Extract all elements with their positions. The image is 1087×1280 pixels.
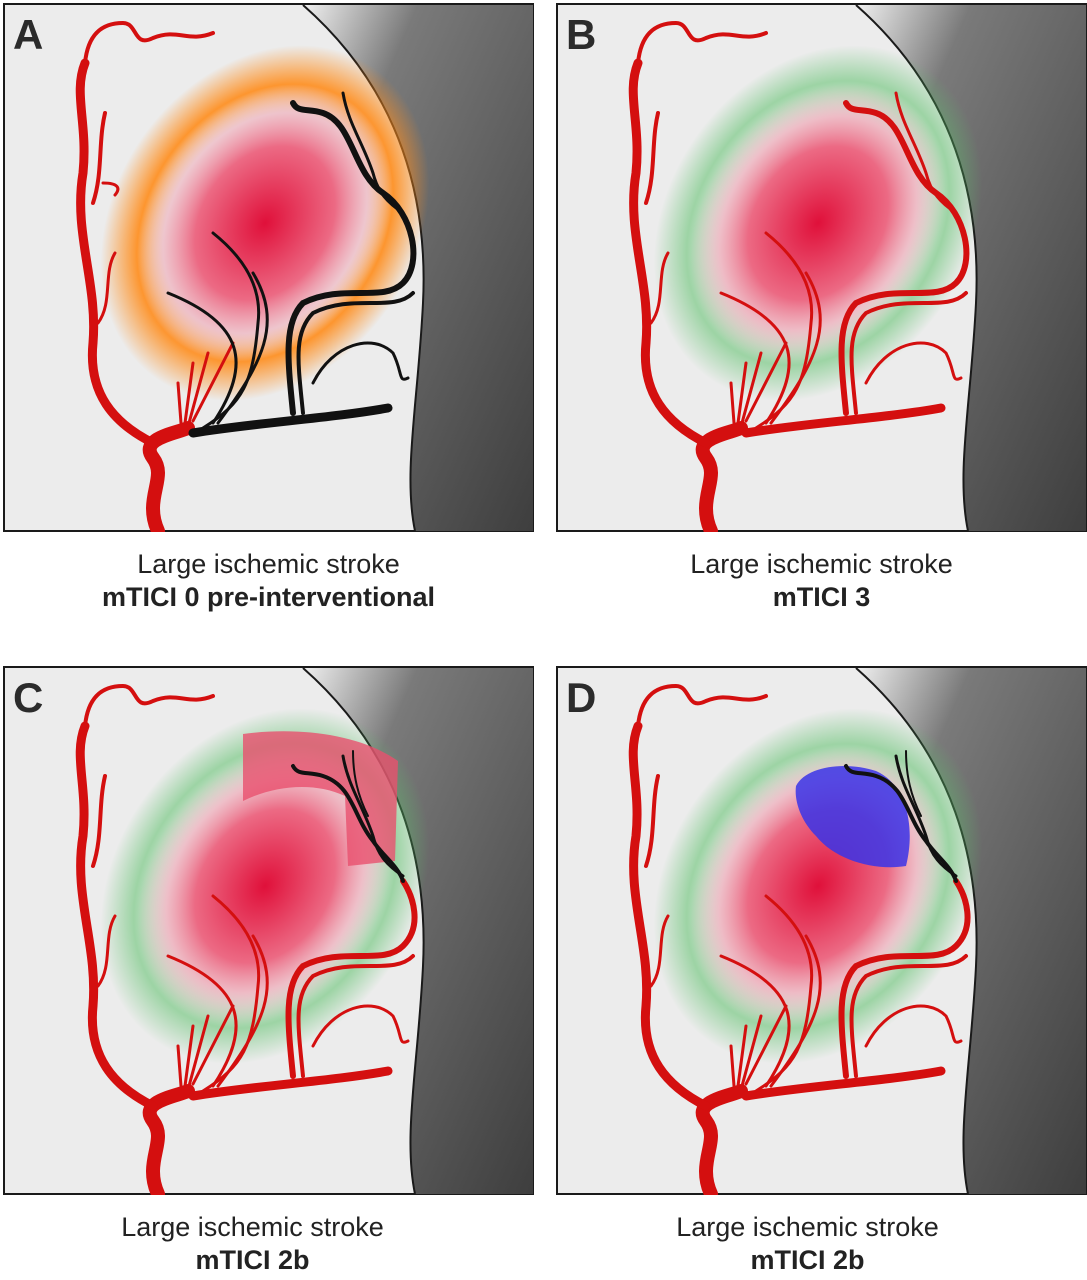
caption-line-2: mTICI 2b [195, 1245, 310, 1275]
panel-letter: A [13, 11, 44, 58]
caption-line-2: mTICI 3 [772, 582, 871, 612]
panel-d-caption: Large ischemic stroke mTICI 2b [542, 1211, 1073, 1277]
skull-region [856, 5, 1086, 531]
panel-letter: D [566, 674, 597, 721]
panel-b: B [556, 3, 1087, 532]
panel-c-illustration [3, 666, 534, 1195]
arteries [75, 683, 418, 1195]
panel-d-illustration [556, 666, 1087, 1195]
panel-letter: C [13, 674, 44, 721]
arteries [75, 20, 235, 532]
distal-perfusion-deficit [243, 731, 398, 866]
skull-region [303, 5, 533, 531]
panel-d: D [556, 666, 1087, 1195]
caption-line-1: Large ischemic stroke [690, 549, 953, 579]
caption-line-1: Large ischemic stroke [137, 549, 400, 579]
arteries [628, 20, 970, 532]
panel-letter: B [566, 11, 597, 58]
caption-line-2: mTICI 2b [750, 1245, 865, 1275]
panel-a-caption: Large ischemic stroke mTICI 0 pre-interv… [3, 548, 534, 614]
arteries [628, 683, 971, 1195]
panel-a: A [3, 3, 534, 532]
panel-c: C [3, 666, 534, 1195]
occluded-vessels [166, 91, 417, 438]
panel-a-illustration [3, 3, 534, 532]
panel-b-caption: Large ischemic stroke mTICI 3 [556, 548, 1087, 614]
caption-line-1: Large ischemic stroke [121, 1212, 384, 1242]
panel-b-illustration [556, 3, 1087, 532]
occluded-vessels [844, 750, 958, 883]
skull-region [856, 668, 1086, 1194]
caption-line-2: mTICI 0 pre-interventional [101, 582, 436, 612]
panel-c-caption: Large ischemic stroke mTICI 2b [0, 1211, 518, 1277]
occluded-vessels [291, 750, 405, 883]
skull-region [303, 668, 533, 1194]
distal-perfusion-deficit [795, 766, 910, 868]
caption-line-1: Large ischemic stroke [676, 1212, 939, 1242]
